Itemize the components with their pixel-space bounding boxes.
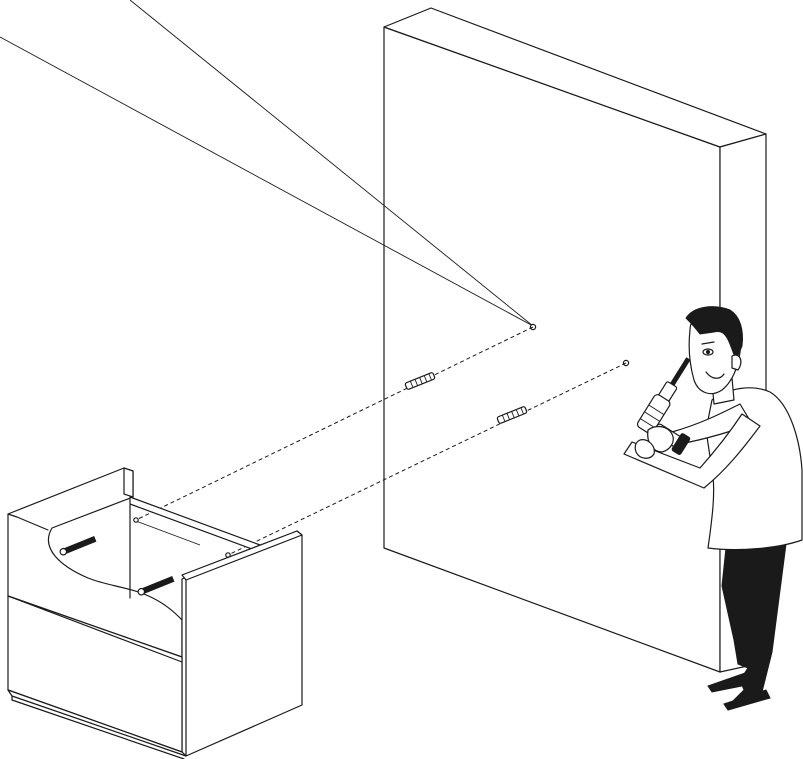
screw-upper <box>59 536 96 556</box>
cabinet-screw-hole-upper <box>134 518 138 522</box>
person-ear <box>732 355 741 370</box>
cabinet-rear-post <box>124 468 133 497</box>
cabinet-back-rail <box>130 497 260 552</box>
cabinet-right-panel <box>182 531 302 756</box>
cabinet <box>8 468 302 759</box>
screw-shaft <box>62 537 95 554</box>
